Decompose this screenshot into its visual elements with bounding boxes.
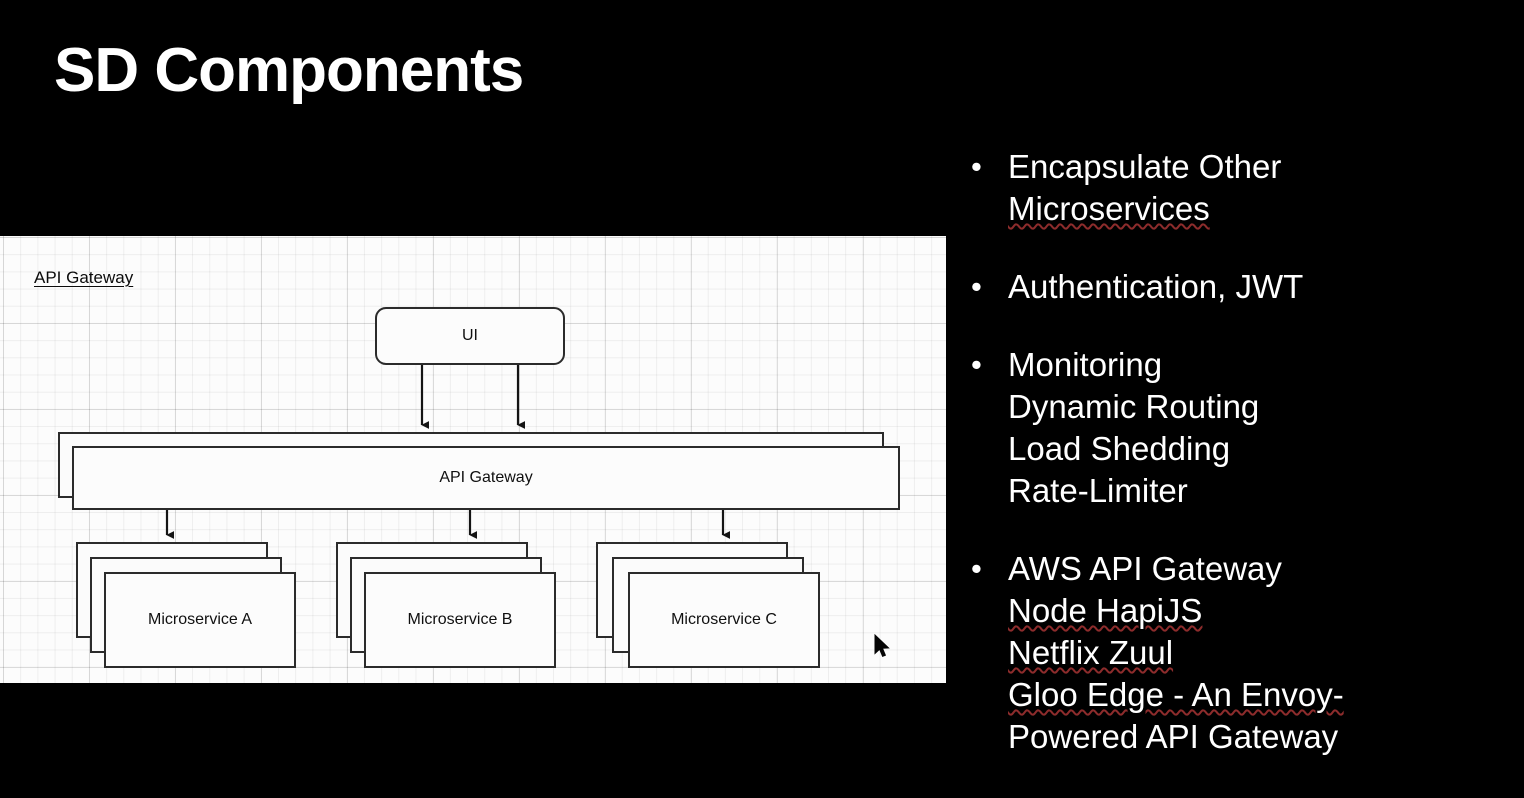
diagram-label: API Gateway (34, 268, 134, 287)
microservice-b-box[interactable]: Microservice B (364, 572, 556, 668)
spellcheck-underline: Microservices (1008, 190, 1210, 227)
bullet-line: AWS API Gateway (1008, 550, 1282, 587)
bullet-marker-icon: • (971, 269, 982, 304)
bullet-line: Dynamic Routing (1008, 388, 1260, 425)
bullet-marker-icon: • (971, 347, 982, 382)
bullet-marker-icon: • (971, 551, 982, 586)
bullet-line: Rate-Limiter (1008, 472, 1188, 509)
bullet-line: Netflix Zuul (1008, 632, 1522, 674)
spellcheck-underline: Gloo Edge - An Envoy- (1008, 676, 1344, 713)
bullet-line: Load Shedding (1008, 430, 1231, 467)
bullet-line: Encapsulate Other (1008, 148, 1282, 185)
microservice-a-box[interactable]: Microservice A (104, 572, 296, 668)
spellcheck-underline: Netflix Zuul (1008, 634, 1174, 671)
api-gateway-box[interactable]: API Gateway (72, 446, 900, 510)
page-title: SD Components (54, 36, 524, 105)
microservice-c-box[interactable]: Microservice C (628, 572, 820, 668)
bullet-line: Monitoring (1008, 346, 1163, 383)
bullet-group: • Authentication, JWT (962, 266, 1522, 308)
bullet-line: Powered API Gateway (1008, 718, 1339, 755)
bullet-marker-icon: • (971, 149, 982, 184)
bullet-line: Gloo Edge - An Envoy- (1008, 674, 1522, 716)
ui-box[interactable]: UI (375, 307, 565, 365)
arrow-cursor-icon (874, 634, 890, 658)
bullet-lines: Authentication, JWT (1008, 266, 1522, 308)
bullet-line: Microservices (1008, 188, 1522, 230)
spellcheck-underline: Node HapiJS (1008, 592, 1203, 629)
bullet-line: Node HapiJS (1008, 590, 1522, 632)
bullet-line: Authentication, JWT (1008, 268, 1304, 305)
